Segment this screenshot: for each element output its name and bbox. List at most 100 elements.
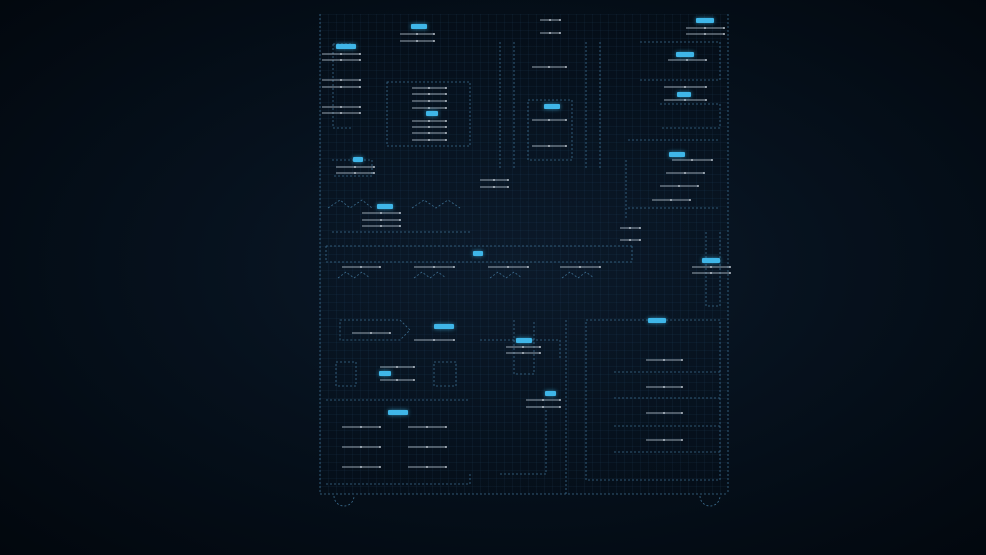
left-wave-trace	[327, 199, 461, 209]
wire-terminal-dot	[359, 79, 361, 81]
wire-terminal-dot	[354, 166, 356, 168]
wire-terminal-dot	[359, 53, 361, 55]
wire-terminal-dot	[691, 159, 693, 161]
wire-terminal-dot	[703, 172, 705, 174]
bus-trace	[325, 245, 633, 263]
wire-terminal-dot	[428, 126, 430, 128]
wire-terminal-dot	[370, 332, 372, 334]
label-tag	[426, 111, 438, 116]
wire-terminal-dot	[373, 172, 375, 174]
wire-terminal-dot	[559, 406, 561, 408]
bus-wave-trace	[337, 271, 595, 279]
wire-terminal-dot	[445, 132, 447, 134]
wire-terminal-dot	[433, 33, 435, 35]
label-tag	[676, 52, 694, 57]
wire-terminal-dot	[445, 100, 447, 102]
wire-terminal-dot	[559, 399, 561, 401]
wire-terminal-dot	[663, 439, 665, 441]
wire-terminal-dot	[565, 145, 567, 147]
wire-terminal-dot	[379, 426, 381, 428]
wire-terminal-dot	[380, 219, 382, 221]
wire-terminal-dot	[416, 40, 418, 42]
wire-terminal-dot	[729, 272, 731, 274]
wire-terminal-dot	[360, 446, 362, 448]
wire-terminals	[340, 19, 731, 468]
lower-left-box-trace	[339, 319, 411, 341]
wire-terminal-dot	[373, 166, 375, 168]
wire-terminal-dot	[359, 59, 361, 61]
wire-terminal-dot	[340, 53, 342, 55]
wire-terminal-dot	[445, 107, 447, 109]
wire-terminal-dot	[663, 412, 665, 414]
wire-terminal-dot	[428, 139, 430, 141]
left-rack-trace	[332, 43, 352, 129]
wire-terminal-dot	[723, 27, 725, 29]
pillar-trace-1	[499, 42, 515, 170]
wire-terminal-dot	[684, 99, 686, 101]
wire-terminal-dot	[354, 172, 356, 174]
wire-terminal-dot	[565, 66, 567, 68]
pillar-trace-2	[585, 42, 601, 170]
wire-terminal-dot	[542, 399, 544, 401]
wire-terminal-dot	[539, 346, 541, 348]
wire-terminal-dot	[559, 19, 561, 21]
wire-terminal-dot	[428, 120, 430, 122]
wire-terminal-dot	[359, 86, 361, 88]
wire-terminal-dot	[681, 359, 683, 361]
wire-terminal-dot	[426, 466, 428, 468]
wire-terminal-dot	[445, 120, 447, 122]
wire-terminal-dot	[565, 119, 567, 121]
wire-terminal-dot	[389, 332, 391, 334]
wire-terminal-dot	[559, 32, 561, 34]
wire-terminal-dot	[453, 339, 455, 341]
wire-terminal-dot	[428, 87, 430, 89]
wire-terminal-dot	[360, 466, 362, 468]
wire-terminal-dot	[445, 139, 447, 141]
foot-right-trace	[699, 495, 721, 507]
wire-terminal-dot	[704, 33, 706, 35]
wire-terminal-dot	[539, 352, 541, 354]
wire-terminal-dot	[705, 86, 707, 88]
wire-terminal-dot	[548, 145, 550, 147]
wire-terminal-dot	[445, 446, 447, 448]
wire-terminal-dot	[705, 59, 707, 61]
wire-terminal-dot	[507, 266, 509, 268]
right-mid-trace	[625, 139, 720, 220]
wire-top-center	[400, 33, 434, 42]
wire-terminal-dot	[681, 386, 683, 388]
wire-terminal-dot	[548, 119, 550, 121]
wire-terminal-dot	[445, 426, 447, 428]
wire-center-mid	[480, 179, 640, 241]
wire-right-2	[652, 159, 730, 274]
label-tag	[353, 157, 363, 162]
label-tag	[648, 318, 666, 323]
wire-terminal-dot	[360, 426, 362, 428]
center-box-trace	[527, 99, 573, 161]
wire-terminal-dot	[359, 112, 361, 114]
lower-left-pads-trace	[335, 361, 457, 387]
wire-terminal-dot	[697, 185, 699, 187]
wire-terminal-dot	[445, 87, 447, 89]
lower-left-frame-trace	[326, 399, 471, 485]
wire-terminal-dot	[710, 272, 712, 274]
wire-terminal-dot	[359, 106, 361, 108]
lower-right-frame-trace	[585, 319, 721, 481]
wire-terminal-dot	[399, 219, 401, 221]
wire-terminal-dot	[445, 126, 447, 128]
label-tag	[434, 324, 454, 329]
wire-terminal-dot	[379, 446, 381, 448]
wire-terminal-dot	[428, 107, 430, 109]
left-mid-trace	[332, 159, 470, 233]
wire-terminal-dot	[670, 199, 672, 201]
lower-right-rows-trace	[614, 371, 720, 453]
wire-terminal-dot	[522, 352, 524, 354]
wire-terminal-dot	[507, 186, 509, 188]
wire-terminal-dot	[681, 439, 683, 441]
wire-terminal-dot	[549, 32, 551, 34]
wire-terminal-dot	[629, 227, 631, 229]
wire-terminal-dot	[493, 179, 495, 181]
wire-terminal-dot	[416, 33, 418, 35]
wire-terminal-dot	[399, 212, 401, 214]
lower-center-column-trace	[500, 320, 567, 494]
